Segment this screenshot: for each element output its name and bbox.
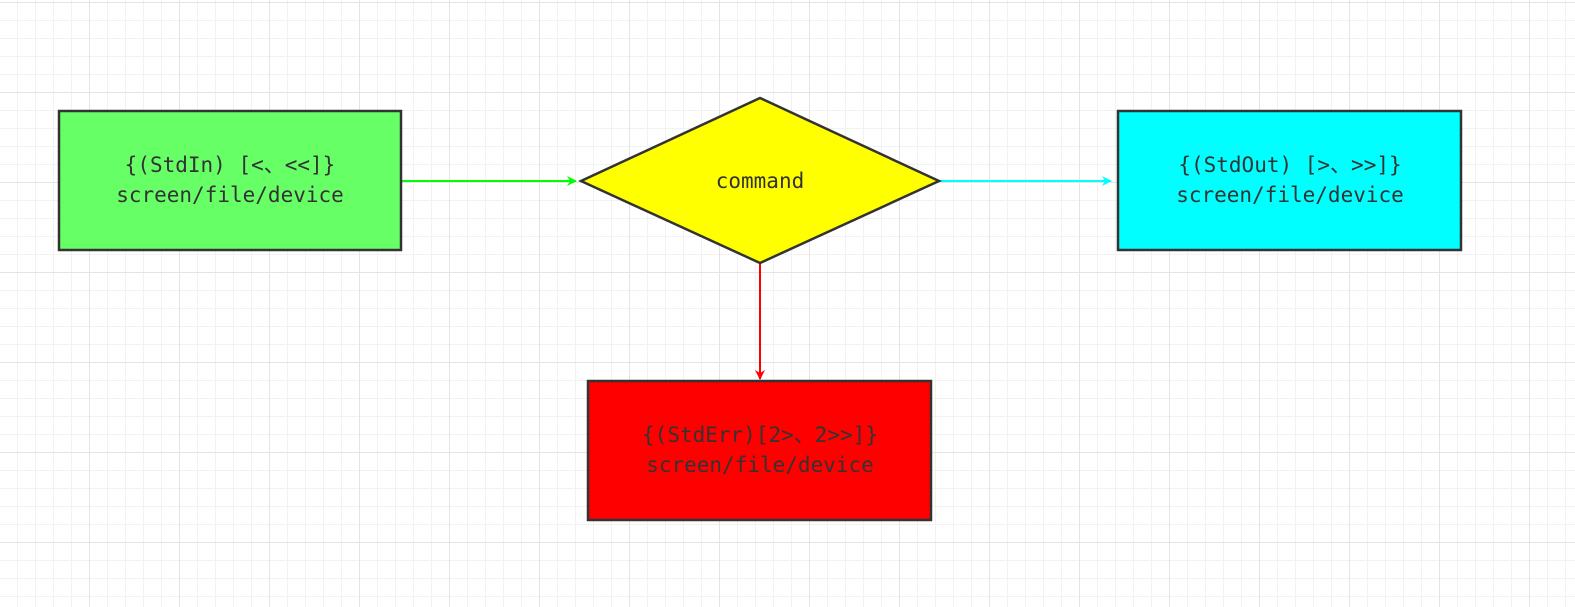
command-node[interactable]: command — [578, 96, 942, 265]
stderr-label-line2: screen/file/device — [646, 453, 874, 477]
stdout-box[interactable] — [1116, 109, 1463, 252]
stderr-label-line1: {(StdErr)[2>、2>>]} — [642, 423, 878, 447]
stdout-label-line1: {(StdOut) [>、>>]} — [1178, 153, 1401, 177]
stderr-node[interactable]: {(StdErr)[2>、2>>]} screen/file/device — [586, 379, 933, 522]
command-diamond[interactable] — [578, 96, 942, 265]
stdin-node[interactable]: {(StdIn) [<、<<]} screen/file/device — [57, 109, 403, 252]
stdin-box[interactable] — [57, 109, 403, 252]
stdout-node[interactable]: {(StdOut) [>、>>]} screen/file/device — [1116, 109, 1463, 252]
stdin-label-line1: {(StdIn) [<、<<]} — [125, 153, 336, 177]
stderr-box[interactable] — [586, 379, 933, 522]
stdin-label-line2: screen/file/device — [116, 183, 344, 207]
stdout-label-line2: screen/file/device — [1176, 183, 1404, 207]
command-label: command — [716, 169, 805, 193]
